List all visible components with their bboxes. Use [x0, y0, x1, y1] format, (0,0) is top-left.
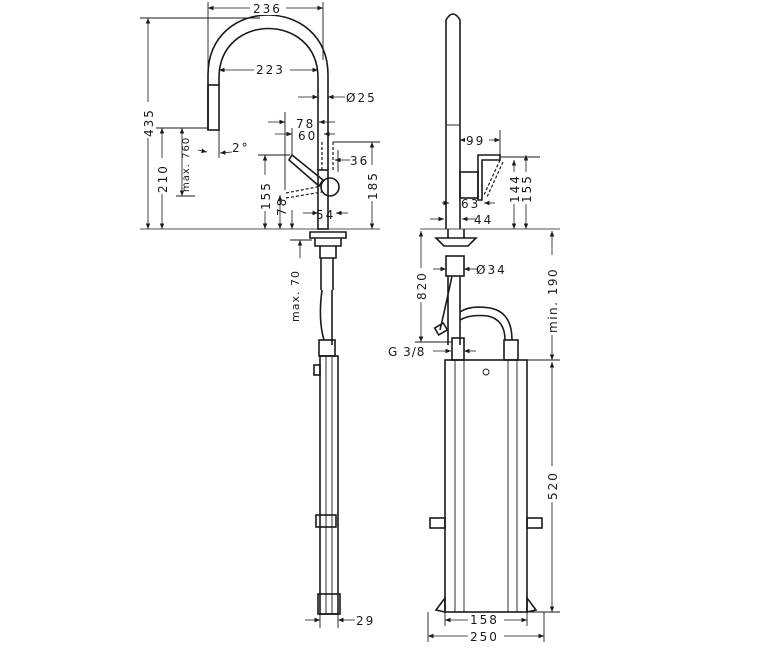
- dim-223: 223: [256, 63, 285, 77]
- lever-front-alt-position: [483, 159, 504, 198]
- dim-820: 820: [415, 271, 429, 300]
- dim-44: 44: [474, 213, 493, 227]
- spout-inner: [218, 27, 319, 170]
- dim-max-760: max. 760: [181, 137, 192, 192]
- box-feet: [434, 595, 538, 613]
- filter-box: [444, 359, 528, 613]
- inlet-connector: [451, 337, 465, 361]
- dim-angle-2: 2°: [232, 141, 250, 155]
- base-front: [434, 229, 478, 247]
- dim-236: 236: [253, 2, 282, 16]
- lever-handle: [287, 153, 325, 188]
- dim-60: 60: [298, 129, 317, 143]
- dim-63: 63: [461, 197, 480, 211]
- front-view: 99 144 155 63 44 Ø34 820 G 3/8 min. 190 …: [388, 13, 560, 644]
- dim-dia-34: Ø34: [476, 263, 507, 277]
- dim-29: 29: [356, 614, 375, 628]
- hose-end: [433, 321, 449, 337]
- pull-out-spray-head: [207, 84, 220, 131]
- spout-front: [445, 13, 461, 229]
- faucet-body: [317, 169, 329, 230]
- dim-155-right: 155: [520, 174, 534, 203]
- dim-min-190: min. 190: [546, 268, 560, 333]
- box-bracket-left: [429, 517, 446, 529]
- box-bracket: [315, 514, 337, 528]
- box-bracket-right: [526, 517, 543, 529]
- box-screw: [482, 368, 490, 376]
- dim-max-70: max. 70: [289, 270, 302, 322]
- left-side-view: 236 223 Ø25 435 210 max. 760 2° 78 60 36: [140, 1, 380, 628]
- hoses-front: [439, 275, 461, 345]
- lever-pivot: [320, 177, 340, 197]
- mounting-base: [309, 231, 347, 259]
- dim-dia-25: Ø25: [346, 91, 377, 105]
- dim-99: 99: [466, 134, 485, 148]
- hoses: [319, 258, 334, 345]
- dim-435: 435: [142, 108, 156, 137]
- lever-front: [477, 154, 501, 201]
- dim-210: 210: [156, 164, 170, 193]
- dim-520: 520: [546, 471, 560, 500]
- dim-78-top: 78: [296, 117, 315, 131]
- lever-alt-position: [285, 185, 323, 199]
- dim-78-bottom: 78: [275, 197, 289, 216]
- spout-outer: [207, 14, 329, 170]
- dim-54: 54: [316, 208, 335, 222]
- dim-155: 155: [259, 181, 273, 210]
- body-front: [459, 171, 479, 199]
- dim-158: 158: [470, 613, 499, 627]
- outlet-pipe: [459, 306, 513, 341]
- shank-front: [445, 255, 465, 277]
- dim-185: 185: [366, 171, 380, 200]
- box-foot: [317, 593, 341, 615]
- outlet-connector: [503, 339, 519, 361]
- box-clip: [313, 364, 321, 376]
- box-side: [319, 355, 339, 615]
- dim-250: 250: [470, 630, 499, 644]
- dim-g-3-8: G 3/8: [388, 345, 425, 359]
- dim-36: 36: [350, 154, 369, 168]
- dim-144: 144: [508, 174, 522, 203]
